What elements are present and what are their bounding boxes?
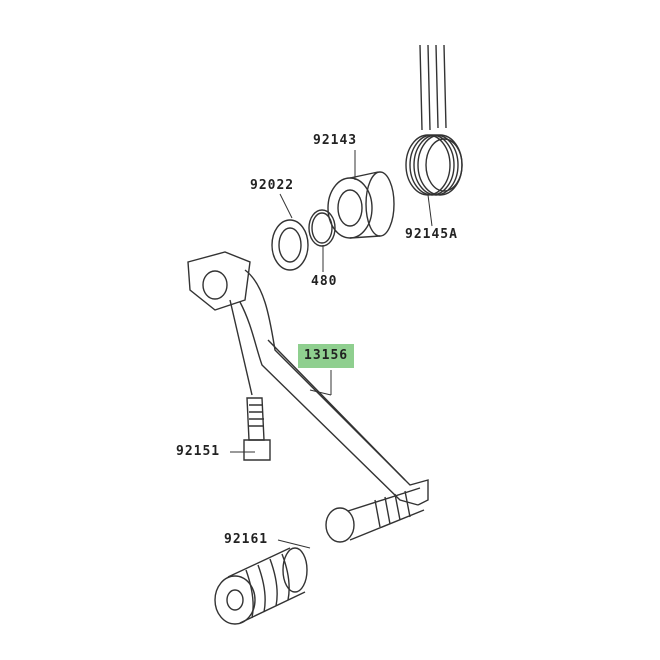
peg-drawing	[325, 487, 425, 543]
lever-drawing	[187, 251, 429, 506]
part-label-circlip: 480	[311, 274, 338, 289]
collar-drawing	[327, 171, 395, 239]
part-label-spring: 92145A	[405, 227, 458, 242]
part-label-washer: 92022	[250, 178, 295, 193]
circlip-drawing	[308, 209, 336, 247]
part-label-bolt: 92151	[176, 444, 221, 459]
washer-drawing	[271, 219, 309, 271]
bolt-drawing	[229, 299, 271, 461]
rubber-drawing	[214, 547, 308, 625]
part-label-rubber: 92161	[224, 532, 269, 547]
part-label-shift-lever[interactable]: 13156	[298, 344, 355, 368]
part-label-collar: 92143	[313, 133, 358, 148]
spring-drawing	[405, 44, 463, 196]
leader-lines	[230, 150, 433, 549]
